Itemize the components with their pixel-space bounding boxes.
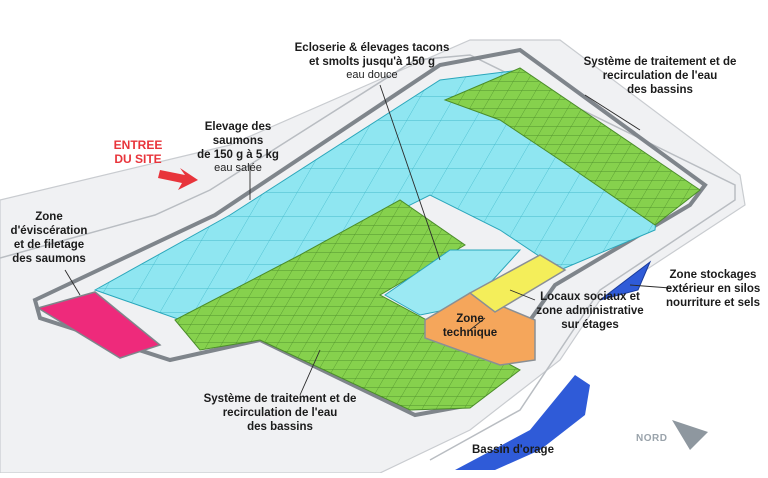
- evisceration-label: Zone d'éviscération et de filetage des s…: [10, 211, 88, 266]
- stockage-label: Zone stockages extérieur en silos nourri…: [665, 269, 761, 310]
- nord-arrow-icon: [672, 420, 708, 450]
- ecloserie-title: Ecloserie & élevages tacons et smolts ju…: [294, 42, 450, 69]
- bassin-orage: [455, 375, 590, 470]
- technique-label: Zone technique: [442, 313, 498, 340]
- traitement-zone-top: [443, 67, 701, 226]
- elevage-title: Elevage des saumons de 150 g à 5 kg: [197, 121, 279, 162]
- ecloserie-label: Ecloserie & élevages tacons et smolts ju…: [292, 41, 452, 82]
- evisceration-block: [36, 291, 162, 359]
- ecloserie-sub: eau douce: [346, 69, 398, 82]
- nord-label: NORD: [636, 433, 668, 444]
- traitement-top-label: Système de traitement et de recirculatio…: [583, 56, 737, 97]
- elevage-label: Elevage des saumons de 150 g à 5 kg eau …: [178, 120, 298, 175]
- locaux-label: Locaux sociaux et zone administrative su…: [536, 291, 644, 332]
- elevage-sub: eau salée: [214, 162, 262, 175]
- bassin-label: Bassin d'orage: [472, 444, 554, 456]
- entree-label: ENTREE DU SITE: [113, 138, 163, 166]
- traitement-zone-bottom: [174, 199, 521, 411]
- leader-lines: [64, 84, 671, 396]
- perimeter-wall: [32, 47, 708, 418]
- traitement-bottom-label: Système de traitement et de recirculatio…: [203, 393, 357, 434]
- stockage-block: [599, 260, 652, 301]
- road-edge: [0, 54, 736, 461]
- locaux-block: [468, 254, 567, 313]
- entree-arrow: [158, 168, 198, 190]
